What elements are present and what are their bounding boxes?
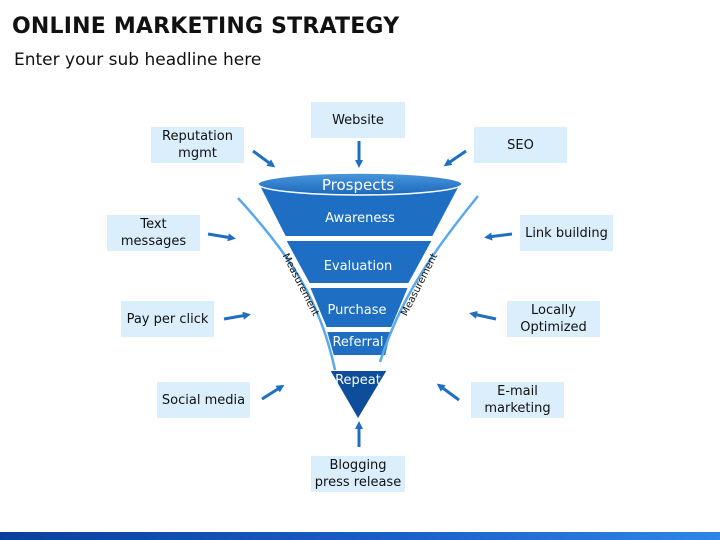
box-website: Website <box>311 102 405 138</box>
funnel-stage-evaluation <box>283 239 435 285</box>
box-locally-optimized: Locally Optimized <box>507 301 600 337</box>
stage-label-evaluation: Evaluation <box>324 259 393 274</box>
stage-label-repeat: Repeat <box>335 373 381 388</box>
arrow-text-messages <box>207 232 236 242</box>
box-text-messages-label: Text messages <box>120 217 187 249</box>
funnel: Prospects Awareness Evaluation Purchase … <box>256 172 463 422</box>
page-title: ONLINE MARKETING STRATEGY <box>12 14 400 39</box>
box-pay-per-click: Pay per click <box>121 301 214 337</box>
box-blogging: Blogging press release <box>311 456 405 492</box>
arrow-social-media <box>261 384 285 401</box>
arrow-pay-per-click <box>223 311 251 321</box>
stage-label-referral: Referral <box>332 335 383 350</box>
box-email-marketing-label: E-mail marketing <box>484 384 551 416</box>
box-link-building: Link building <box>520 215 613 251</box>
box-seo: SEO <box>474 127 567 163</box>
box-reputation-label: Reputation mgmt <box>162 129 233 161</box>
stage-label-purchase: Purchase <box>327 303 386 318</box>
box-social-media: Social media <box>157 382 250 418</box>
funnel-top-prospects <box>257 172 463 196</box>
arrow-reputation <box>252 149 276 168</box>
box-email-marketing: E-mail marketing <box>471 382 564 418</box>
box-link-building-label: Link building <box>525 225 608 241</box>
box-blogging-label: Blogging press release <box>314 458 402 490</box>
arrow-link-building <box>484 232 513 241</box>
stage-label-awareness: Awareness <box>325 211 395 226</box>
funnel-stage-repeat <box>327 369 390 422</box>
measurement-line-right <box>378 195 479 363</box>
page-subtitle: Enter your sub headline here <box>14 50 262 70</box>
arrow-seo <box>443 149 467 167</box>
box-social-media-label: Social media <box>161 392 246 408</box>
footer-bar <box>0 532 720 540</box>
measurement-line-left <box>237 197 337 371</box>
box-locally-optimized-label: Locally Optimized <box>520 303 587 335</box>
arrow-email-marketing <box>436 383 460 402</box>
box-seo-label: SEO <box>507 137 534 153</box>
box-text-messages: Text messages <box>107 215 200 251</box>
box-website-label: Website <box>332 112 384 128</box>
box-pay-per-click-label: Pay per click <box>126 311 209 327</box>
box-reputation-mgmt: Reputation mgmt <box>151 127 244 163</box>
stage-label-prospects: Prospects <box>322 176 394 194</box>
arrow-locally-optimized <box>469 310 497 321</box>
